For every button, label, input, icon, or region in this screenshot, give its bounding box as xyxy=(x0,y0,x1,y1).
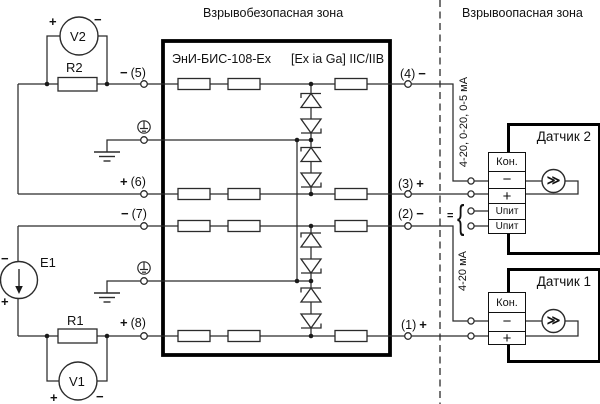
sensor2-row-plus: + xyxy=(489,188,525,204)
resistor-r1 xyxy=(57,328,98,344)
zener-diodes-bottom-chain xyxy=(299,231,323,330)
sensor2-transmitter-icon: ≫ xyxy=(546,172,561,188)
voltmeter-v2-label: V2 xyxy=(70,29,86,44)
terminal-label-4: (4)− xyxy=(400,66,426,81)
voltmeter-v2-circle xyxy=(59,16,99,56)
terminal-8-number: (8) xyxy=(130,316,146,330)
sensor2-row-upit1: Uпит xyxy=(489,203,525,219)
terminal-7-sign: − xyxy=(121,206,129,221)
barrier-resistors xyxy=(177,77,368,343)
current-source-e1 xyxy=(0,260,39,300)
terminal-circles xyxy=(140,80,475,340)
zone-safe-title: Взрывобезопасная зона xyxy=(203,6,344,20)
terminal-label-5: −(5) xyxy=(120,65,146,80)
wire-sensor1-loop xyxy=(526,320,579,337)
terminal-3-sign: + xyxy=(416,175,424,191)
earth-symbol-bottom xyxy=(94,292,120,303)
voltmeter-v1-circle xyxy=(58,361,98,401)
sensor1-title: Датчик 1 xyxy=(536,274,591,289)
sensor1-terminal-strip: Кон. − + xyxy=(488,292,526,346)
sensor2-terminal-strip: Кон. − + Uпит Uпит xyxy=(488,152,526,234)
v1-minus-sign: − xyxy=(96,389,104,404)
terminal-4-number: (4) xyxy=(400,66,416,81)
terminal-3-number: (3) xyxy=(398,176,414,191)
terminal-2-number: (2) xyxy=(398,207,414,221)
e1-plus-sign: + xyxy=(1,294,9,309)
terminal-2-sign: − xyxy=(416,206,424,221)
junction-dots xyxy=(44,81,314,339)
wire-ground-bottom xyxy=(106,280,311,293)
zener-diodes-top-chain xyxy=(299,92,323,189)
sensor1-transmitter-icon: ≫ xyxy=(546,312,561,328)
terminal-6-sign: + xyxy=(120,174,128,189)
earth-symbol-top xyxy=(94,151,120,162)
terminal-label-6: +(6) xyxy=(120,174,146,189)
v1-plus-sign: + xyxy=(50,390,58,404)
dc-supply-symbol: = xyxy=(447,210,454,222)
terminal-1-number: (1) xyxy=(401,318,417,332)
sensor1-row-minus: − xyxy=(489,312,525,331)
sensor2-transmitter-circle xyxy=(541,168,566,194)
terminal-7-number: (7) xyxy=(131,207,147,221)
terminal-5-sign: − xyxy=(120,65,128,80)
resistor-r2 xyxy=(57,76,98,92)
terminal-label-3: (3)+ xyxy=(398,176,424,191)
terminal-5-number: (5) xyxy=(130,66,146,80)
protective-earth-icon-top xyxy=(137,120,151,134)
protective-earth-icon-bottom xyxy=(137,261,151,275)
voltmeter-v1-label: V1 xyxy=(69,374,85,389)
resistor-r2-label: R2 xyxy=(66,60,83,75)
zone-hazard-title: Взрывоопасная зона xyxy=(462,6,583,20)
sensor2-title: Датчик 2 xyxy=(536,129,591,144)
terminal-label-7: −(7) xyxy=(121,206,147,221)
wire-v2-branches xyxy=(46,35,108,84)
signal-range-label-bottom: 4-20 мА xyxy=(457,251,469,291)
source-e1-label: E1 xyxy=(40,255,56,270)
wire-sensor2-loop xyxy=(526,180,579,195)
sensor1-row-kon: Кон. xyxy=(496,296,518,309)
sensor1-row-plus: + xyxy=(489,330,525,346)
terminal-1-sign: + xyxy=(419,317,427,332)
terminal-8-sign: + xyxy=(120,315,128,330)
resistor-r1-label: R1 xyxy=(67,313,84,328)
v2-minus-sign: − xyxy=(94,12,102,27)
e1-minus-sign: − xyxy=(1,251,9,266)
barrier-model-label: ЭнИ-БИС-108-Ex xyxy=(172,52,272,66)
v2-plus-sign: + xyxy=(49,14,57,29)
wire-ground-top xyxy=(106,139,311,152)
terminal-label-2: (2)− xyxy=(398,206,424,221)
wire-v1-branches xyxy=(46,336,108,382)
terminal-4-sign: − xyxy=(418,65,426,81)
arrow-down-icon xyxy=(15,286,23,294)
terminal-6-number: (6) xyxy=(130,175,146,189)
sensor2-row-kon: Кон. xyxy=(496,155,518,168)
terminal-label-1: (1)+ xyxy=(401,317,427,332)
upit-brace: { xyxy=(457,199,465,237)
sensor1-transmitter-circle xyxy=(541,308,566,334)
barrier-ex-marking-label: [Ex ia Ga] IIC/IIB xyxy=(291,52,385,66)
terminal-label-8: +(8) xyxy=(120,315,146,330)
sensor2-row-minus: − xyxy=(489,170,525,189)
sensor2-row-upit2: Uпит xyxy=(489,218,525,235)
signal-range-label-top: 4-20, 0-20, 0-5 мА xyxy=(458,76,470,168)
